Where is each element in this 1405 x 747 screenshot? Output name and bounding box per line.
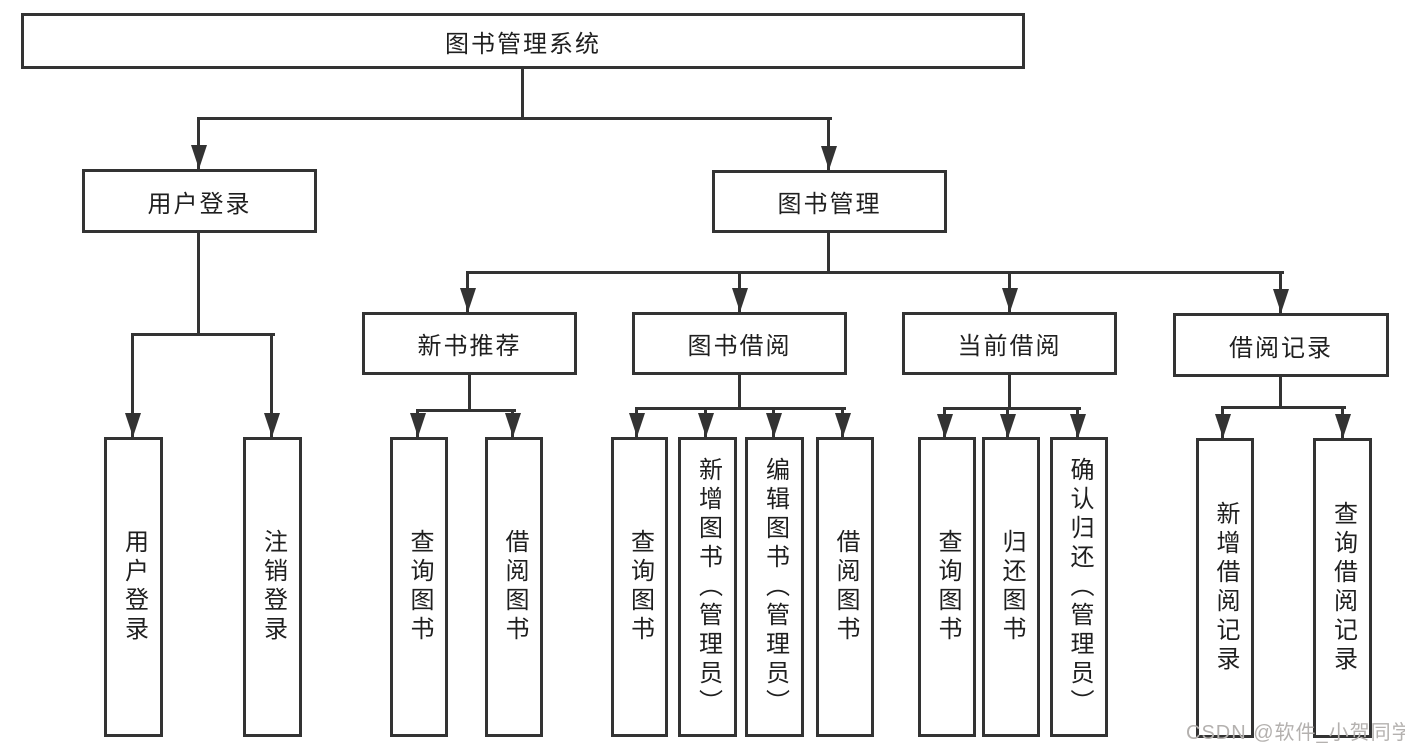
tree-line-recommend-down (468, 375, 471, 412)
tree-line-user-login-down (197, 233, 200, 336)
leaf-recommend-query-books: 查询图书 (390, 437, 448, 737)
leaf-records-add-record: 新增借阅记录 (1196, 438, 1254, 738)
leaf-borrow-add-books-admin: 新增图书（管理员） (678, 437, 737, 737)
arrowhead-to-book-borrow (732, 288, 748, 312)
leaf-borrow-edit-books-admin: 编辑图书（管理员） (745, 437, 804, 737)
leaf-recommend-borrow-books: 借阅图书 (485, 437, 543, 737)
node-borrow-records: 借阅记录 (1173, 313, 1389, 377)
leaf-borrow-query-books: 查询图书 (611, 437, 668, 737)
arrowhead-to-book-management (821, 146, 837, 170)
arrowhead-to-current-return (1000, 414, 1016, 438)
arrowhead-to-borrow-query (629, 413, 645, 437)
leaf-current-return-books: 归还图书 (982, 437, 1040, 737)
tree-line-borrow-down (738, 375, 741, 410)
arrowhead-to-current-borrow (1002, 288, 1018, 312)
arrowhead-to-leaf-user-login (125, 413, 141, 437)
leaf-user-login: 用户登录 (104, 437, 163, 737)
tree-line-current-down (1008, 375, 1011, 410)
arrowhead-to-recommend-borrow (505, 413, 521, 437)
leaf-logout: 注销登录 (243, 437, 302, 737)
node-book-management: 图书管理 (712, 170, 947, 233)
arrowhead-to-user-login (191, 145, 207, 169)
leaf-current-confirm-return-admin: 确认归还（管理员） (1050, 437, 1108, 737)
arrowhead-to-borrow-edit (766, 413, 782, 437)
arrowhead-to-records-add (1215, 414, 1231, 438)
tree-stem-to-leaf-logout (270, 333, 273, 437)
tree-line-root-down (521, 69, 524, 120)
node-root-system: 图书管理系统 (21, 13, 1025, 69)
tree-stem-to-user-login (197, 117, 200, 169)
tree-stem-to-book-management (827, 117, 830, 170)
tree-line-user-login-branch (131, 333, 275, 336)
tree-line-records-down (1279, 377, 1282, 409)
arrowhead-to-borrow-add (698, 413, 714, 437)
arrowhead-to-records-query (1335, 414, 1351, 438)
tree-line-book-mgmt-down (827, 233, 830, 274)
arrowhead-to-current-confirm (1070, 414, 1086, 438)
tree-stem-to-leaf-user-login (131, 333, 134, 437)
node-current-borrow: 当前借阅 (902, 312, 1117, 375)
tree-line-recommend-branch (416, 409, 516, 412)
tree-line-book-mgmt-branch (466, 271, 1284, 274)
tree-line-records-branch (1221, 406, 1346, 409)
arrowhead-to-current-query (937, 414, 953, 438)
node-book-borrow: 图书借阅 (632, 312, 847, 375)
leaf-current-query-books: 查询图书 (918, 437, 976, 737)
leaf-records-query-record: 查询借阅记录 (1313, 438, 1372, 738)
watermark: CSDN @软件_小贺同学 (1186, 722, 1405, 744)
arrowhead-to-borrow-borrow (835, 413, 851, 437)
node-user-login: 用户登录 (82, 169, 317, 233)
tree-line-root-branch (197, 117, 832, 120)
tree-line-borrow-branch (635, 407, 846, 410)
arrowhead-to-recommend-query (410, 413, 426, 437)
node-new-book-recommend: 新书推荐 (362, 312, 577, 375)
leaf-borrow-borrow-books: 借阅图书 (816, 437, 874, 737)
tree-line-current-branch (943, 407, 1081, 410)
arrowhead-to-leaf-logout (264, 413, 280, 437)
arrowhead-to-borrow-records (1273, 289, 1289, 313)
arrowhead-to-recommend (460, 288, 476, 312)
